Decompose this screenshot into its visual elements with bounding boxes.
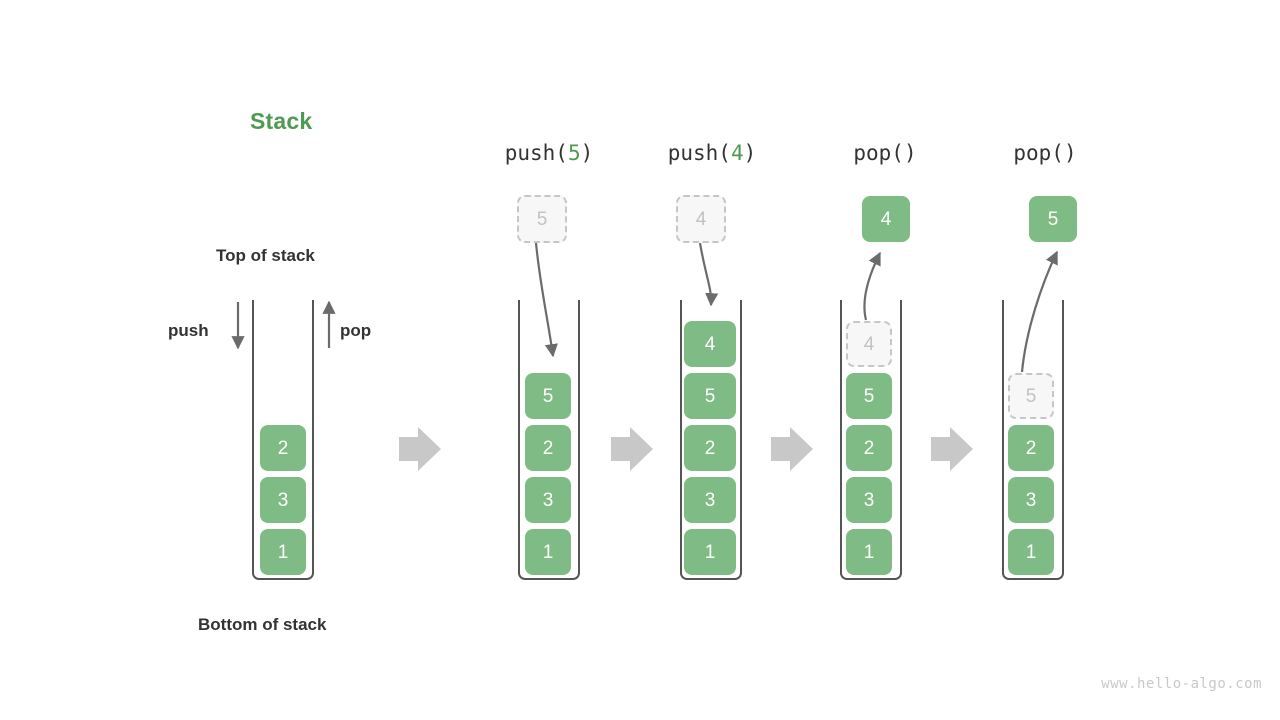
stack-box: 2 (846, 425, 892, 471)
op-prefix: pop( (853, 141, 904, 165)
stack-box: 3 (846, 477, 892, 523)
stack-box: 3 (684, 477, 736, 523)
flow-arrow-push-4 (698, 242, 719, 307)
page-title: Stack (250, 108, 313, 134)
op-header-pop-2: pop() (955, 141, 1135, 165)
step-separator-arrow-2 (611, 427, 653, 471)
stack-box: 5 (684, 373, 736, 419)
stack-box: 1 (260, 529, 306, 575)
stack-container-step-3 (840, 300, 902, 580)
stack-box: 2 (260, 425, 306, 471)
pop-label: pop (340, 321, 372, 340)
stack-box: 2 (684, 425, 736, 471)
floating-box-push-5: 5 (517, 195, 567, 243)
stack-container-step-2 (680, 300, 742, 580)
stack-box: 1 (1008, 529, 1054, 575)
op-header-pop-1: pop() (795, 141, 975, 165)
watermark: www.hello-algo.com (1101, 676, 1262, 692)
step-separator-arrow-1 (399, 427, 441, 471)
stack-container-step-1 (518, 300, 580, 580)
floating-box-push-4: 4 (676, 195, 726, 243)
push-label: push (168, 321, 209, 340)
stack-box: 2 (525, 425, 571, 471)
op-suffix: ) (1063, 141, 1077, 165)
stack-box: 4 (684, 321, 736, 367)
step-separator-arrow-3 (771, 427, 813, 471)
op-header-push-5: push(5) (459, 141, 639, 165)
stack-box: 3 (1008, 477, 1054, 523)
stack-box: 1 (525, 529, 571, 575)
op-header-push-4: push(4) (622, 141, 802, 165)
op-arg: 4 (730, 141, 744, 165)
stack-box: 1 (684, 529, 736, 575)
floating-box-pop-4: 4 (862, 196, 910, 242)
stack-box: 1 (846, 529, 892, 575)
stack-box: 3 (525, 477, 571, 523)
op-suffix: ) (903, 141, 917, 165)
stack-box: 5 (525, 373, 571, 419)
op-suffix: ) (743, 141, 757, 165)
stack-box: 3 (260, 477, 306, 523)
top-of-stack-label: Top of stack (216, 246, 315, 265)
op-prefix: push( (667, 141, 731, 165)
step-separator-arrow-4 (931, 427, 973, 471)
stack-box: 5 (1008, 373, 1054, 419)
op-arg: 5 (567, 141, 581, 165)
floating-box-pop-5: 5 (1029, 196, 1077, 242)
op-prefix: push( (504, 141, 568, 165)
stack-container-step-4 (1002, 300, 1064, 580)
op-suffix: ) (580, 141, 594, 165)
op-prefix: pop( (1013, 141, 1064, 165)
stack-box: 4 (846, 321, 892, 367)
stack-box: 5 (846, 373, 892, 419)
bottom-of-stack-label: Bottom of stack (198, 615, 327, 634)
stack-box: 2 (1008, 425, 1054, 471)
stack-container-initial (252, 300, 314, 580)
